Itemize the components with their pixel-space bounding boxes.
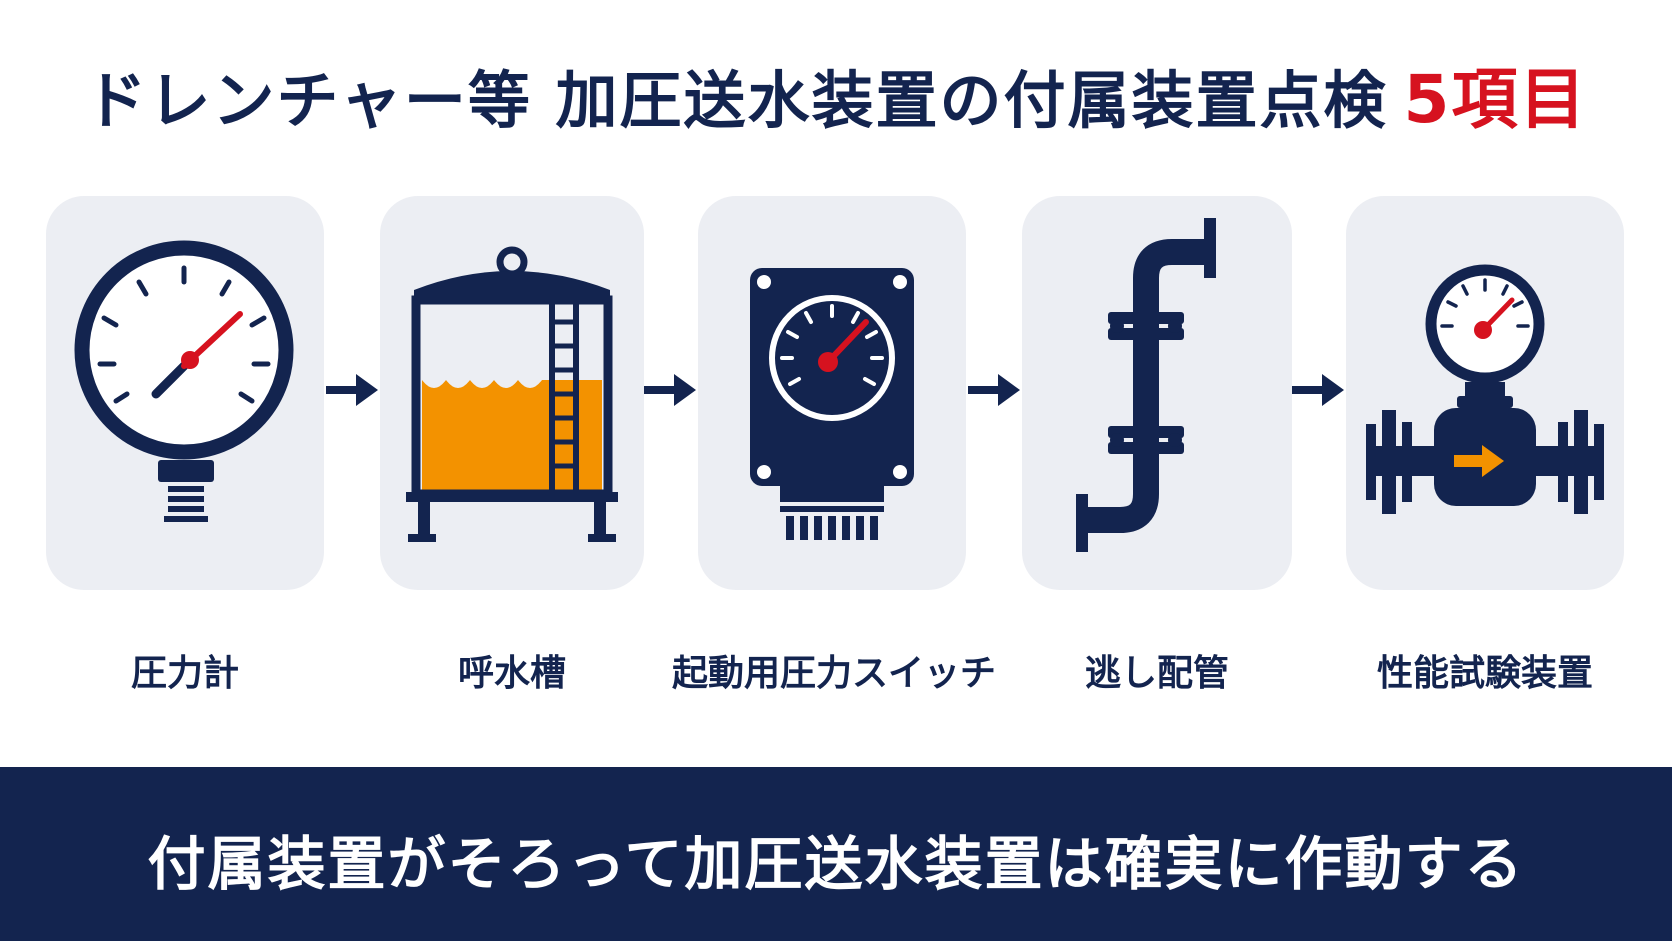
arrow-icon xyxy=(326,374,378,406)
step-card-1 xyxy=(46,196,324,590)
step-label-2: 呼水槽 xyxy=(457,653,566,694)
title-accent: 5項目 xyxy=(1403,61,1588,138)
footer-banner: 付属装置がそろって加圧送水装置は確実に作動する xyxy=(0,767,1672,941)
priming-tank-icon xyxy=(406,246,618,542)
arrow-icon xyxy=(1292,374,1344,406)
step-label-1: 圧力計 xyxy=(130,653,239,694)
step-label-4: 逃し配管 xyxy=(1084,653,1229,694)
pressure-switch-icon xyxy=(750,268,914,540)
pressure-gauge-icon xyxy=(74,240,294,522)
relief-pipe-icon xyxy=(1076,218,1216,552)
title-text: ドレンチャー等 加圧送水装置の付属装置点検 xyxy=(84,64,1388,137)
arrow-icon xyxy=(644,374,696,406)
flow-meter-icon xyxy=(1366,264,1604,514)
step-card-2 xyxy=(380,196,644,590)
step-card-3 xyxy=(698,196,966,590)
step-card-4 xyxy=(1022,196,1292,590)
footer-text: 付属装置がそろって加圧送水装置は確実に作動する xyxy=(147,830,1525,898)
arrow-icon xyxy=(968,374,1020,406)
step-card-5 xyxy=(1346,196,1624,590)
step-label-5: 性能試験装置 xyxy=(1376,653,1593,694)
step-label-3: 起動用圧力スイッチ xyxy=(672,653,997,694)
